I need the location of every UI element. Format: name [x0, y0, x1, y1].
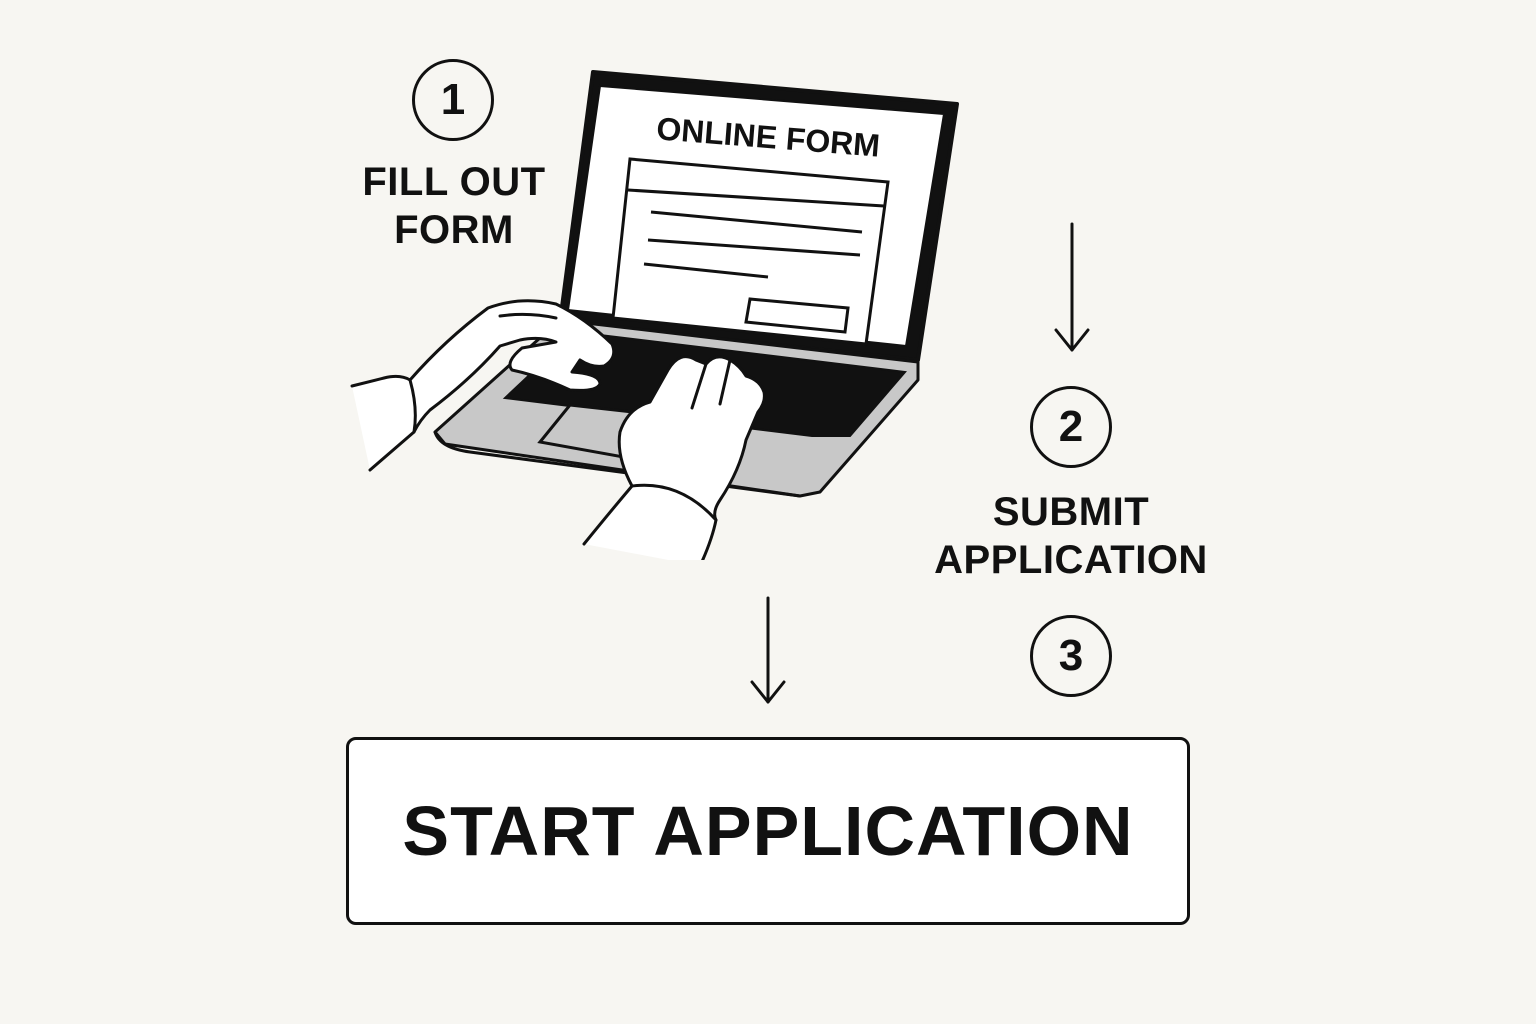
start-application-label: START APPLICATION	[402, 792, 1134, 870]
step-2-label-line-1: SUBMIT	[992, 490, 1150, 534]
left-hand-wrist	[408, 378, 417, 434]
laptop-edge	[433, 431, 801, 498]
form-line	[643, 262, 769, 279]
laptop-with-hands-icon: ONLINE FORM	[350, 70, 959, 560]
form-line	[647, 238, 861, 257]
step-2-label: SUBMIT APPLICATION	[922, 488, 1220, 584]
step-3-number: 3	[1058, 631, 1084, 680]
start-application-button[interactable]: START APPLICATION	[346, 737, 1190, 925]
arrow-down-icon	[750, 596, 786, 704]
form-card	[611, 157, 890, 346]
step-3-circle: 3	[1030, 615, 1112, 697]
step-1-label-line-2: FORM	[394, 208, 514, 252]
right-hand	[582, 355, 766, 560]
step-2-number: 2	[1058, 402, 1084, 451]
form-submit-box	[744, 297, 850, 334]
form-line	[650, 210, 863, 234]
arrow-down-icon	[1054, 222, 1090, 352]
step-1-circle: 1	[412, 59, 494, 141]
step-2-circle: 2	[1030, 386, 1112, 468]
step-2-label-line-2: APPLICATION	[934, 538, 1208, 582]
form-line	[627, 188, 885, 208]
step-1-label: FILL OUT FORM	[352, 158, 556, 254]
left-hand-finger	[498, 312, 558, 320]
left-hand	[350, 299, 616, 472]
right-hand-wrist	[630, 483, 718, 522]
step-1-number: 1	[440, 75, 466, 124]
right-hand-fingers	[690, 358, 732, 410]
step-1-label-line-1: FILL OUT	[362, 160, 546, 204]
